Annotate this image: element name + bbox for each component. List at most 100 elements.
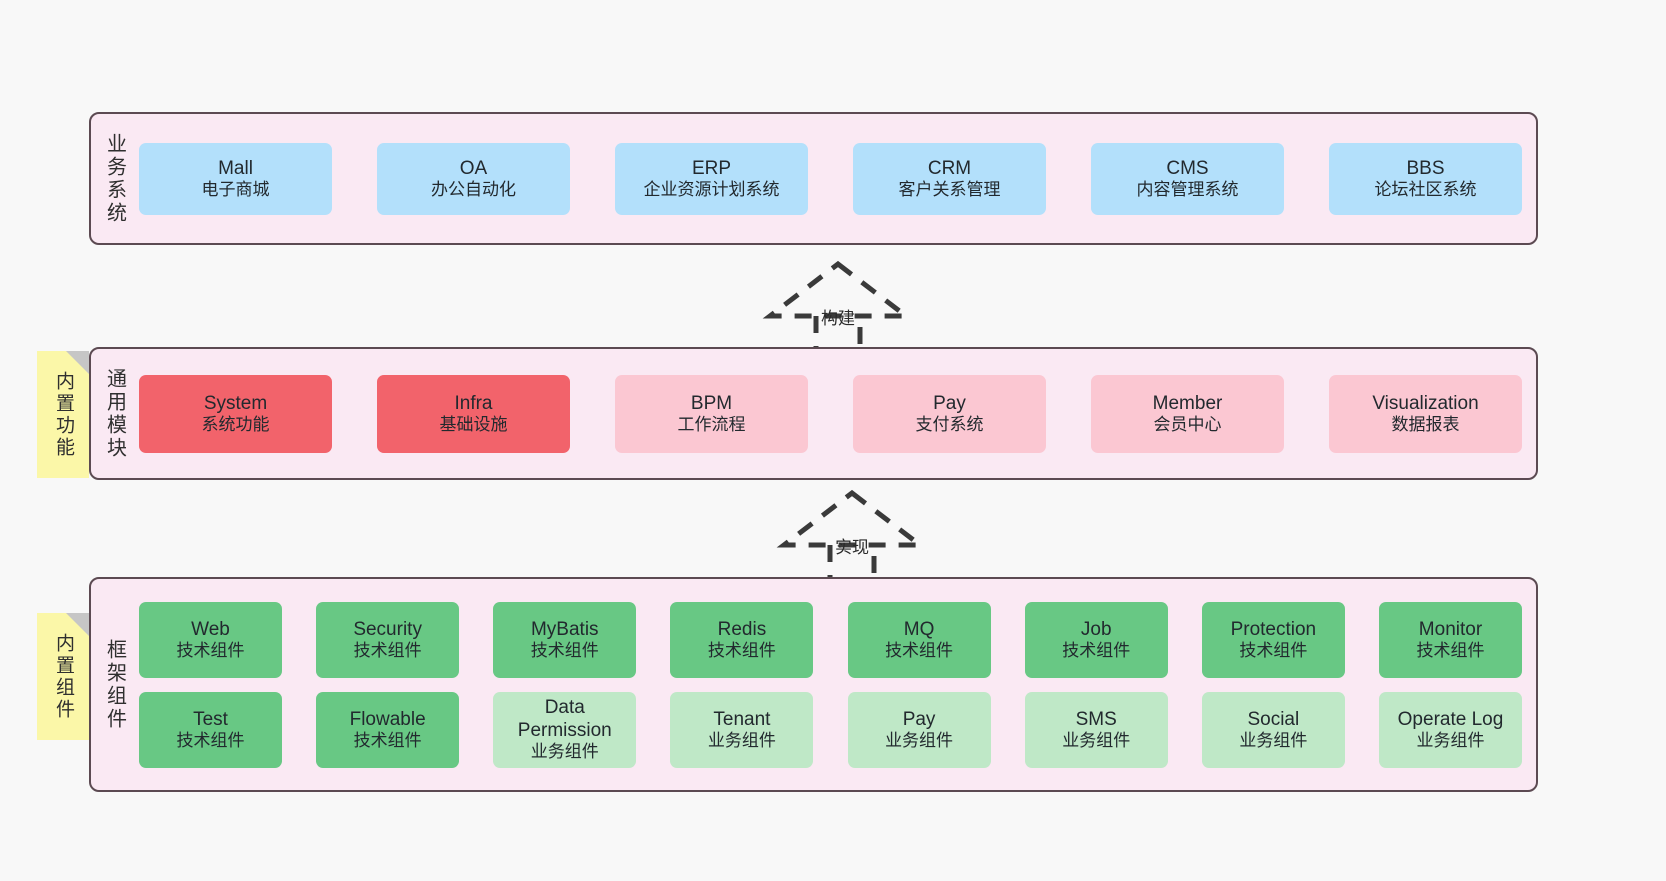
- card-title: BBS: [1406, 157, 1445, 179]
- arrow-build-icon: [762, 260, 914, 356]
- card-mybatis[interactable]: MyBatis 技术组件: [493, 601, 637, 678]
- card-title: Visualization: [1372, 392, 1479, 414]
- card-subtitle: 支付系统: [915, 414, 984, 434]
- card-subtitle: 业务组件: [1416, 730, 1485, 750]
- card-title: MyBatis: [530, 618, 599, 640]
- card-subtitle: 电子商城: [201, 179, 270, 199]
- card-title: MQ: [903, 618, 935, 640]
- card-bbs[interactable]: BBS 论坛社区系统: [1329, 142, 1522, 215]
- card-title: Data Permission: [517, 696, 612, 742]
- card-title: Redis: [717, 618, 767, 640]
- card-social[interactable]: Social 业务组件: [1201, 691, 1345, 768]
- card-subtitle: 办公自动化: [431, 179, 516, 199]
- sticky-note-builtin-features: 内置功能: [37, 351, 89, 478]
- card-title: CRM: [927, 157, 972, 179]
- card-title: Tenant: [713, 708, 771, 730]
- card-subtitle: 系统功能: [201, 414, 270, 434]
- card-subtitle: 业务组件: [1062, 730, 1131, 750]
- layer-title-business: 业务系统: [103, 132, 126, 225]
- card-title: Pay: [933, 392, 966, 414]
- card-visualization[interactable]: Visualization 数据报表: [1329, 374, 1522, 453]
- business-card-row: Mall 电子商城 OA 办公自动化 ERP 企业资源计划系统 CRM 客户关系…: [139, 142, 1522, 215]
- card-subtitle: 数据报表: [1391, 414, 1460, 434]
- layer-body-modules: System 系统功能 Infra 基础设施 BPM 工作流程 Pay 支付系统…: [137, 349, 1536, 478]
- card-subtitle: 技术组件: [353, 640, 422, 660]
- card-subtitle: 技术组件: [707, 640, 776, 660]
- card-cms[interactable]: CMS 内容管理系统: [1091, 142, 1284, 215]
- realization-arrow-build: 构建: [758, 258, 918, 358]
- card-subtitle: 技术组件: [176, 640, 245, 660]
- card-title: Infra: [454, 392, 493, 414]
- card-title: System: [203, 392, 268, 414]
- card-title: Protection: [1230, 618, 1317, 640]
- card-tenant[interactable]: Tenant 业务组件: [670, 691, 814, 768]
- card-title: Mall: [218, 157, 253, 179]
- layer-title-framework: 框架组件: [103, 638, 126, 731]
- layer-common-modules: 通用模块 System 系统功能 Infra 基础设施 BPM 工作流程 Pay…: [89, 347, 1538, 480]
- card-pay-component[interactable]: Pay 业务组件: [847, 691, 991, 768]
- card-flowable[interactable]: Flowable 技术组件: [316, 691, 460, 768]
- card-title: BPM: [690, 392, 733, 414]
- card-title: Security: [353, 618, 422, 640]
- sticky-note-builtin-components: 内置组件: [37, 613, 89, 740]
- card-title: Job: [1080, 618, 1112, 640]
- card-title: Flowable: [349, 708, 426, 730]
- card-job[interactable]: Job 技术组件: [1024, 601, 1168, 678]
- card-subtitle: 技术组件: [353, 730, 422, 750]
- card-title: CMS: [1166, 157, 1209, 179]
- card-title: Social: [1247, 708, 1300, 730]
- card-sms[interactable]: SMS 业务组件: [1024, 691, 1168, 768]
- card-pay-module[interactable]: Pay 支付系统: [853, 374, 1046, 453]
- card-protection[interactable]: Protection 技术组件: [1201, 601, 1345, 678]
- card-crm[interactable]: CRM 客户关系管理: [853, 142, 1046, 215]
- card-mall[interactable]: Mall 电子商城: [139, 142, 332, 215]
- card-bpm[interactable]: BPM 工作流程: [615, 374, 808, 453]
- card-monitor[interactable]: Monitor 技术组件: [1378, 601, 1522, 678]
- framework-card-row-1: Web 技术组件 Security 技术组件 MyBatis 技术组件 Redi…: [139, 601, 1522, 678]
- card-subtitle: 业务组件: [1239, 730, 1308, 750]
- card-subtitle: 工作流程: [677, 414, 746, 434]
- card-data-permission[interactable]: Data Permission 业务组件: [493, 691, 637, 768]
- layer-framework-components: 框架组件 Web 技术组件 Security 技术组件 MyBatis 技术组件…: [89, 577, 1538, 792]
- card-member[interactable]: Member 会员中心: [1091, 374, 1284, 453]
- card-subtitle: 会员中心: [1153, 414, 1222, 434]
- layer-title-modules: 通用模块: [103, 367, 126, 460]
- card-subtitle: 业务组件: [530, 742, 599, 762]
- card-subtitle: 技术组件: [176, 730, 245, 750]
- framework-card-row-2: Test 技术组件 Flowable 技术组件 Data Permission …: [139, 691, 1522, 768]
- layer-business-system: 业务系统 Mall 电子商城 OA 办公自动化 ERP 企业资源计划系统 CRM…: [89, 112, 1538, 245]
- card-redis[interactable]: Redis 技术组件: [670, 601, 814, 678]
- card-operate-log[interactable]: Operate Log 业务组件: [1378, 691, 1522, 768]
- card-subtitle: 论坛社区系统: [1374, 179, 1477, 199]
- arrow-implement-label: 实现: [835, 538, 869, 557]
- card-title: Member: [1152, 392, 1223, 414]
- layer-body-framework: Web 技术组件 Security 技术组件 MyBatis 技术组件 Redi…: [137, 579, 1536, 790]
- modules-card-row: System 系统功能 Infra 基础设施 BPM 工作流程 Pay 支付系统…: [139, 374, 1522, 453]
- arrow-build-label: 构建: [821, 309, 855, 328]
- layer-body-business: Mall 电子商城 OA 办公自动化 ERP 企业资源计划系统 CRM 客户关系…: [137, 114, 1536, 243]
- card-title: Pay: [902, 708, 936, 730]
- card-title: Test: [193, 708, 228, 730]
- card-title: SMS: [1075, 708, 1117, 730]
- card-mq[interactable]: MQ 技术组件: [847, 601, 991, 678]
- card-erp[interactable]: ERP 企业资源计划系统: [615, 142, 808, 215]
- card-subtitle: 内容管理系统: [1136, 179, 1239, 199]
- card-title: Operate Log: [1397, 708, 1504, 730]
- card-security[interactable]: Security 技术组件: [316, 601, 460, 678]
- card-subtitle: 业务组件: [707, 730, 776, 750]
- card-subtitle: 企业资源计划系统: [643, 179, 780, 199]
- card-subtitle: 基础设施: [439, 414, 508, 434]
- card-title: OA: [459, 157, 488, 179]
- card-subtitle: 技术组件: [885, 640, 954, 660]
- card-title: Monitor: [1418, 618, 1483, 640]
- arrow-implement-icon: [776, 489, 928, 585]
- card-subtitle: 技术组件: [1416, 640, 1485, 660]
- card-system[interactable]: System 系统功能: [139, 374, 332, 453]
- card-test[interactable]: Test 技术组件: [139, 691, 282, 768]
- card-subtitle: 技术组件: [530, 640, 599, 660]
- card-subtitle: 业务组件: [885, 730, 954, 750]
- card-web[interactable]: Web 技术组件: [139, 601, 282, 678]
- card-infra[interactable]: Infra 基础设施: [377, 374, 570, 453]
- card-oa[interactable]: OA 办公自动化: [377, 142, 570, 215]
